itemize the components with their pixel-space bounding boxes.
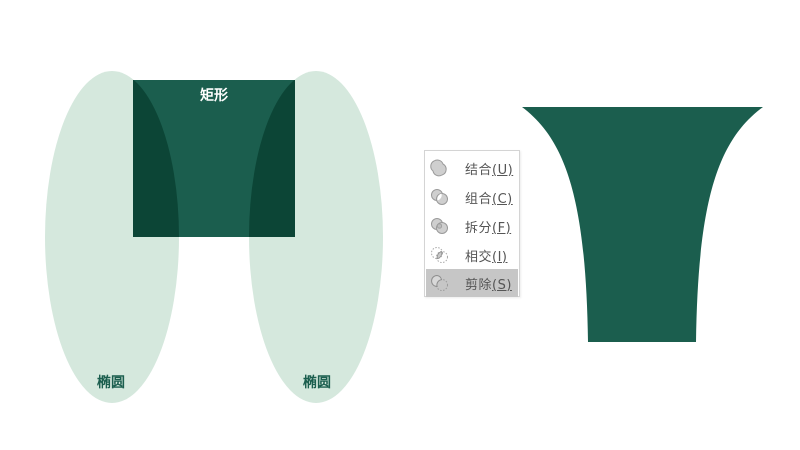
menu-hotkey-union: (U) (492, 162, 514, 178)
menu-hotkey-intersect: (I) (492, 249, 508, 265)
menu-hotkey-fragment: (F) (492, 220, 512, 236)
menu-label-union: 结合 (465, 162, 493, 178)
merge-shapes-menu: 结合(U) 组合(C) 拆分(F) 相交(I) (424, 150, 520, 297)
menu-item-intersect[interactable]: 相交(I) (426, 241, 518, 269)
union-shapes-icon (430, 159, 447, 177)
rectangle-label: 矩形 (200, 88, 228, 104)
menu-item-union[interactable]: 结合(U) (426, 154, 518, 182)
menu-item-subtract[interactable]: 剪除(S) (426, 269, 518, 297)
intersect-shapes-icon (431, 247, 448, 263)
menu-label-combine: 组合 (465, 191, 493, 207)
ellipse-right-label: 椭圆 (303, 375, 331, 391)
menu-label-intersect: 相交 (465, 249, 493, 265)
subtract-result-shape[interactable] (522, 107, 763, 342)
subtract-shapes-icon (431, 274, 448, 291)
menu-hotkey-subtract: (S) (492, 277, 512, 293)
ellipse-left-label: 椭圆 (97, 375, 125, 391)
menu-item-fragment[interactable]: 拆分(F) (426, 212, 518, 240)
menu-label-subtract: 剪除 (465, 277, 493, 293)
menu-hotkey-combine: (C) (492, 191, 513, 207)
fragment-shapes-icon (431, 218, 448, 234)
menu-label-fragment: 拆分 (465, 220, 493, 236)
menu-item-combine[interactable]: 组合(C) (426, 183, 518, 211)
combine-shapes-icon (431, 189, 448, 205)
